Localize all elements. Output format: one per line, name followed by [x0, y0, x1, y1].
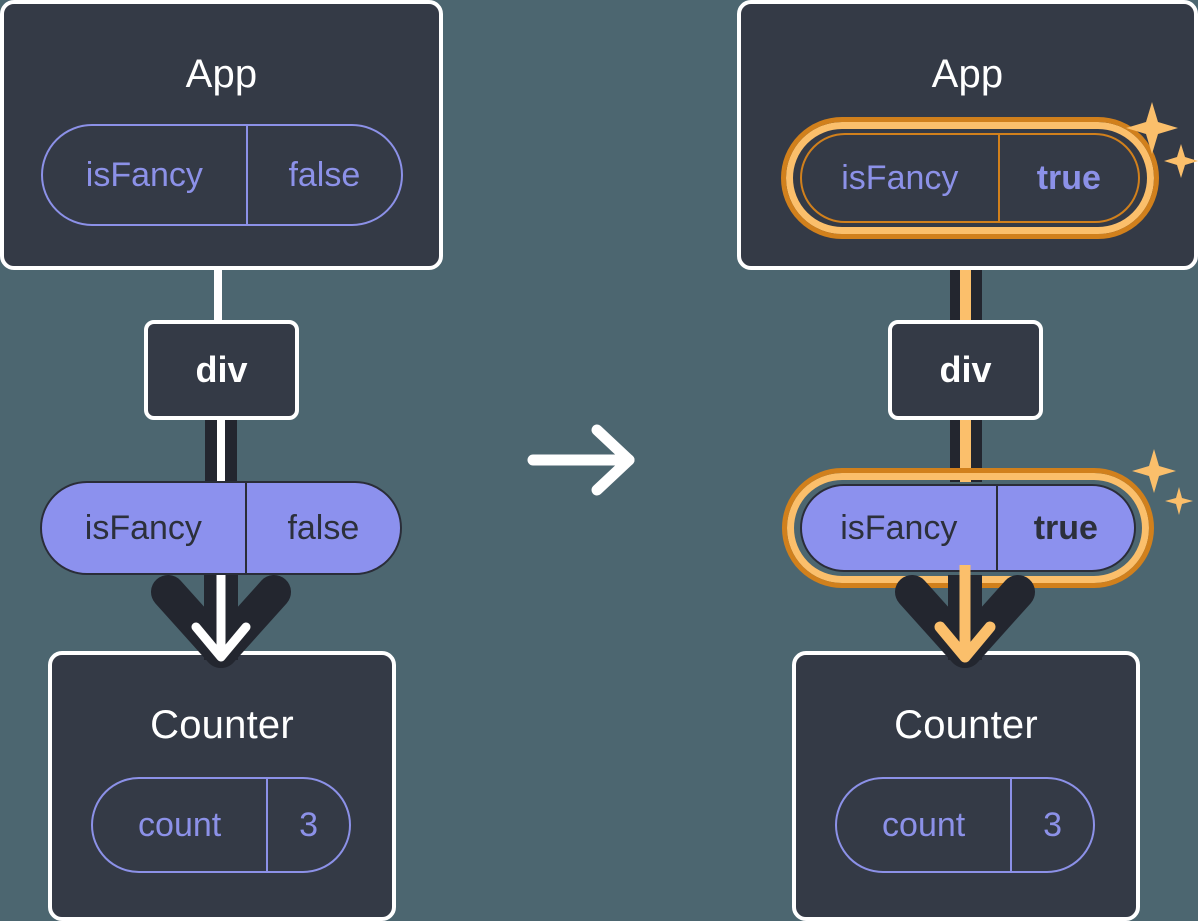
app-state-highlight-ring-after — [781, 117, 1159, 239]
counter-card-title-before: Counter — [150, 703, 294, 747]
div-node-after: div — [888, 320, 1043, 420]
counter-state-name-before: count — [138, 805, 222, 844]
app-card-title-before: App — [185, 52, 258, 96]
div-node-label-before: div — [195, 349, 248, 390]
counter-state-value-before: 3 — [266, 779, 349, 871]
sparkles-app-after — [1126, 102, 1198, 178]
prop-pill-before: isFancy false — [40, 481, 402, 575]
sparkles-prop-after — [1132, 449, 1193, 515]
arrow-pill-to-counter-before — [151, 575, 291, 668]
transition-arrow-icon — [527, 424, 635, 496]
div-node-before: div — [144, 320, 299, 420]
counter-card-title-after: Counter — [894, 703, 1038, 747]
app-state-pill-after: isFancy true — [800, 133, 1140, 223]
prop-pill-after: isFancy true — [800, 484, 1136, 572]
app-state-pill-before: isFancy false — [41, 124, 403, 226]
counter-state-name-after: count — [882, 805, 966, 844]
sparkle-large-icon — [1132, 449, 1176, 493]
app-state-value-before: false — [245, 126, 401, 224]
counter-state-pill-after: count 3 — [835, 777, 1095, 873]
connector-app-to-div-before — [214, 268, 222, 320]
app-state-value-after: true — [997, 135, 1138, 221]
connector-div-to-pill-before-core — [217, 420, 225, 482]
counter-state-pill-before: count 3 — [91, 777, 351, 873]
prop-pill-value-before: false — [244, 483, 400, 573]
sparkle-large-icon — [1126, 102, 1178, 154]
prop-pill-value-after: true — [995, 486, 1134, 570]
prop-pill-name-before: isFancy — [84, 508, 202, 547]
connector-div-to-pill-after-core — [960, 420, 971, 482]
div-node-label-after: div — [939, 349, 992, 390]
app-card-title-after: App — [931, 52, 1004, 96]
sparkle-small-icon — [1164, 144, 1198, 178]
prop-pill-name-after: isFancy — [840, 508, 958, 547]
app-state-name-after: isFancy — [841, 158, 959, 197]
counter-state-value-after: 3 — [1010, 779, 1093, 871]
app-state-name-before: isFancy — [85, 155, 203, 194]
sparkle-small-icon — [1165, 487, 1193, 515]
